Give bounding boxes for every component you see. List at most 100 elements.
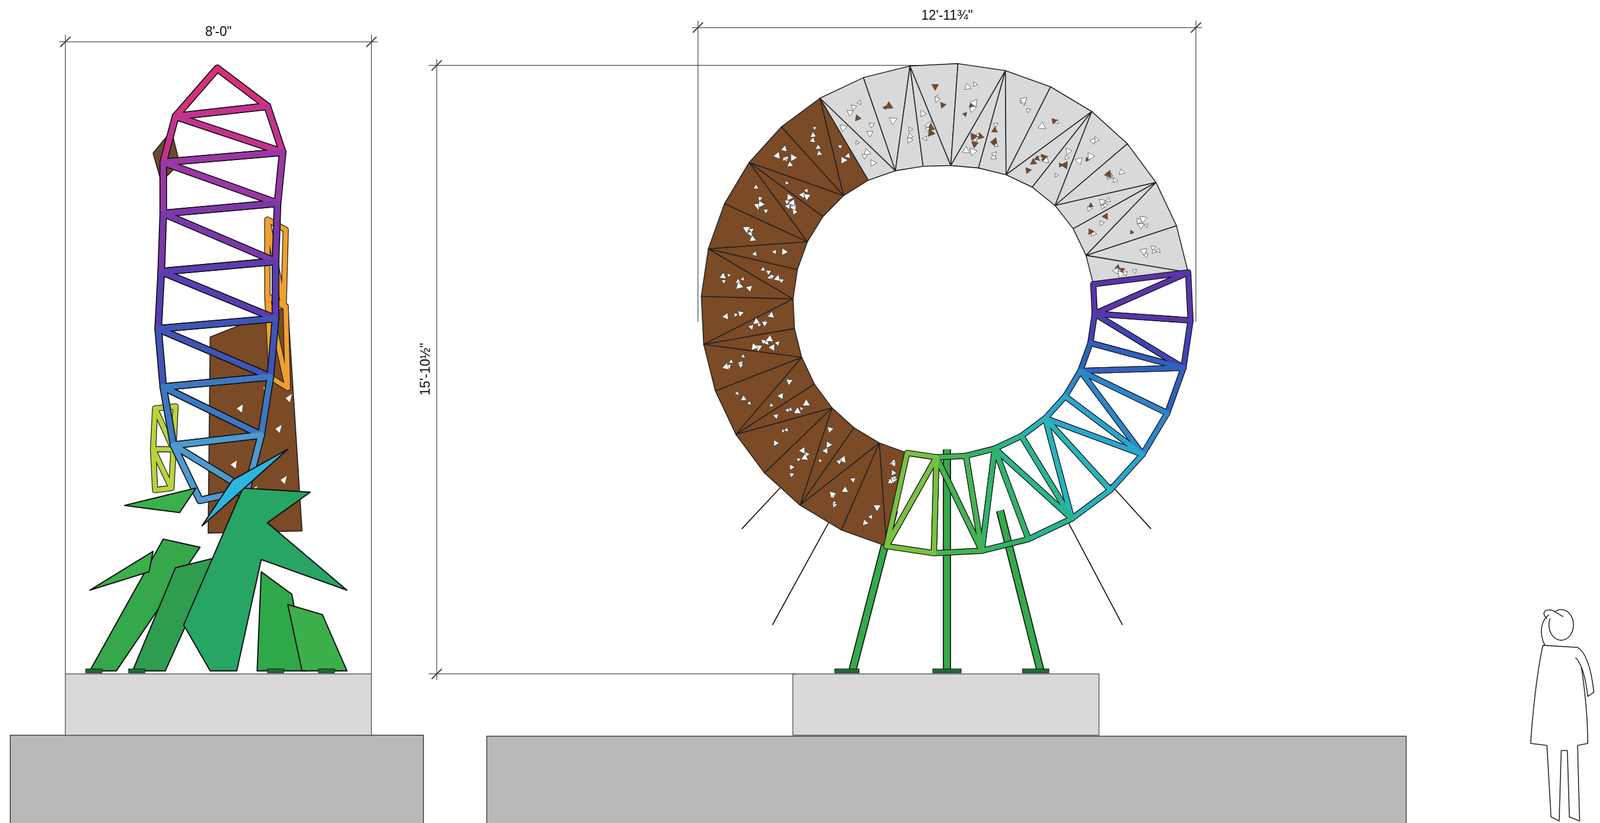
perforation — [812, 126, 817, 130]
base-plate — [128, 668, 145, 673]
plinth — [65, 673, 372, 736]
perforation — [734, 390, 739, 395]
scale-figure — [1530, 609, 1594, 821]
perforation — [1060, 161, 1068, 170]
perforation — [760, 339, 767, 345]
perforation — [1098, 199, 1106, 206]
perforation — [882, 105, 887, 110]
perforation — [866, 131, 873, 138]
perforation — [969, 148, 978, 156]
perforation — [770, 274, 775, 279]
dimension-line — [431, 60, 442, 71]
base-plate — [85, 668, 103, 673]
perforation — [1137, 223, 1145, 230]
perforation — [1155, 248, 1160, 253]
perforation — [752, 317, 760, 325]
perforation — [892, 476, 897, 481]
perforation — [798, 447, 805, 455]
base-plate — [85, 668, 335, 673]
perforation — [789, 464, 796, 471]
perforation — [1105, 197, 1111, 202]
dimension-line — [64, 34, 66, 674]
perforation — [719, 272, 727, 279]
perforation — [757, 196, 763, 202]
dimension-line — [1195, 20, 1197, 322]
perforation — [924, 127, 930, 133]
perforation — [757, 323, 762, 328]
perforation — [727, 273, 732, 278]
perforation — [832, 501, 837, 506]
perforation — [1054, 173, 1059, 178]
ground — [486, 735, 1406, 823]
dimension-line — [431, 668, 442, 680]
perforation — [1101, 212, 1108, 220]
perforation — [928, 129, 936, 137]
perforation — [1100, 220, 1105, 226]
perforation — [1065, 147, 1073, 155]
dimension-line — [60, 36, 71, 47]
dimension-line — [366, 36, 377, 47]
truss-outline — [886, 452, 937, 547]
perforation — [740, 276, 745, 281]
perforation — [826, 441, 833, 449]
perforated-panel — [909, 63, 959, 166]
perforation — [816, 150, 823, 156]
perforation — [791, 153, 798, 162]
perforation — [962, 146, 970, 154]
perforation — [836, 459, 842, 465]
perforation — [1038, 121, 1046, 129]
perforation — [792, 209, 798, 216]
dimension-label: 15'-10½" — [418, 340, 433, 399]
perforation — [846, 110, 854, 116]
dimension-line — [59, 20, 1203, 680]
perforation — [802, 398, 811, 406]
perforation — [891, 469, 897, 476]
perforation — [778, 278, 785, 284]
perforation — [780, 144, 787, 152]
dimension-line — [1190, 22, 1202, 34]
perforation — [761, 321, 768, 327]
perforation — [890, 461, 896, 467]
perforation — [738, 363, 744, 369]
ring-sculpture — [701, 63, 1191, 554]
perforation — [773, 274, 781, 282]
perforation — [734, 312, 739, 318]
truss-member — [933, 456, 982, 553]
tower-back-parts — [285, 394, 293, 403]
perforation — [868, 514, 873, 520]
perforation — [740, 394, 747, 401]
truss-member — [994, 448, 1072, 539]
perforation — [862, 154, 868, 159]
perforation — [1088, 228, 1094, 235]
perforation — [920, 110, 927, 117]
perforation — [868, 122, 874, 129]
perforation — [763, 209, 769, 214]
dimension-line — [691, 27, 1203, 28]
perforation — [800, 453, 808, 460]
perforation — [1119, 168, 1126, 175]
perforation — [1104, 170, 1112, 179]
perforation — [765, 334, 774, 342]
perforation — [784, 407, 789, 413]
perforation — [741, 353, 746, 358]
perforation — [991, 127, 998, 133]
plinth — [792, 673, 1099, 736]
perforation — [1030, 158, 1037, 165]
perforation — [1112, 177, 1118, 183]
cable — [1109, 483, 1151, 529]
perforation — [839, 124, 848, 132]
perforation — [993, 122, 999, 128]
perforation — [855, 140, 860, 145]
perforation — [1020, 97, 1028, 105]
perforation — [748, 228, 754, 234]
dimension-label: 8'-0" — [202, 24, 235, 39]
perforation — [837, 144, 843, 150]
perforation — [973, 81, 978, 87]
perforation — [940, 102, 947, 109]
perforation — [841, 156, 848, 165]
perforation — [777, 392, 783, 400]
perforation — [1139, 216, 1148, 224]
base-plate — [1022, 668, 1050, 673]
